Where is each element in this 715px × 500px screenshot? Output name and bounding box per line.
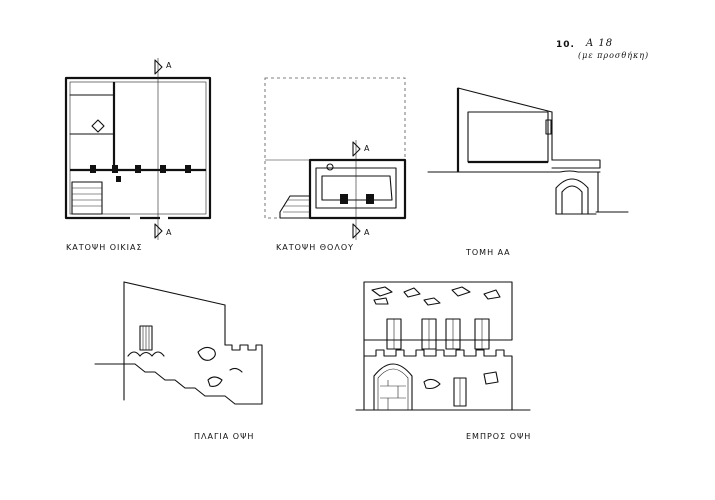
caption-side-view: ΠΛΑΓΙΑ ΟΨΗ — [194, 432, 255, 441]
plan-vault — [264, 77, 407, 240]
caption-plan-vault: ΚΑΤΟΨΗ ΘΟΛΟΥ — [276, 243, 355, 252]
side-view — [94, 281, 263, 405]
sheet-number: 10. — [556, 40, 575, 50]
plan-house-section-mark-bottom: A — [166, 228, 173, 237]
section-aa — [427, 87, 629, 215]
plan-vault-section-mark-top: A — [364, 144, 371, 153]
front-view — [355, 281, 531, 411]
plan-vault-section-mark-bottom: A — [364, 228, 371, 237]
sheet-note: (με προσθήκη) — [578, 51, 650, 60]
caption-front-view: ΕΜΠΡΟΣ ΟΨΗ — [466, 432, 532, 441]
caption-section-aa: ΤΟΜΗ ΑΑ — [466, 248, 511, 257]
plan-house-section-mark-top: A — [166, 61, 173, 70]
plan-house — [64, 58, 212, 240]
caption-plan-house: ΚΑΤΟΨΗ ΟΙΚΙΑΣ — [66, 243, 143, 252]
sheet-code: A 18 — [586, 38, 614, 49]
